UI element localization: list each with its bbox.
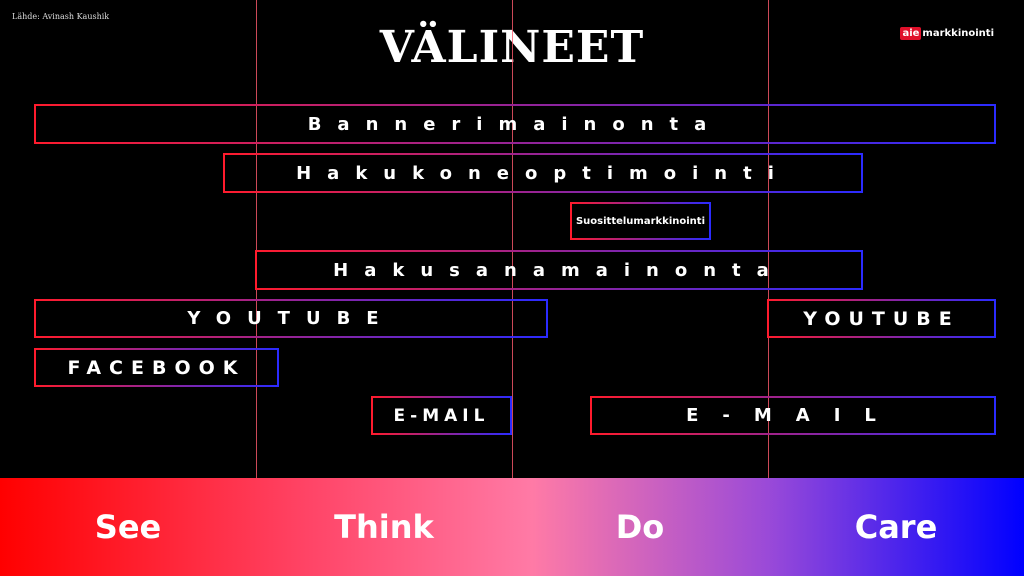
page-title: VÄLINEET bbox=[379, 22, 645, 73]
bar-suosittelumarkkinointi: Suosittelumarkkinointi bbox=[570, 202, 711, 240]
bar-label: YOUTUBE bbox=[187, 308, 395, 329]
bar-hakukoneoptimointi: Hakukoneoptimointi bbox=[223, 153, 863, 193]
bar-youtube-right: YOUTUBE bbox=[767, 299, 996, 338]
stage-think: Think bbox=[334, 508, 434, 546]
bar-email-right: E-MAIL bbox=[590, 396, 996, 435]
bar-email-left: E-MAIL bbox=[371, 396, 512, 435]
bar-label: YOUTUBE bbox=[803, 307, 960, 330]
bar-facebook: FACEBOOK bbox=[34, 348, 279, 387]
logo-tag: aie bbox=[900, 27, 922, 40]
stage-band: See Think Do Care bbox=[0, 478, 1024, 576]
bar-label: Bannerimainonta bbox=[307, 113, 723, 135]
bar-youtube-left: YOUTUBE bbox=[34, 299, 548, 338]
bar-label: Hakukoneoptimointi bbox=[296, 162, 790, 184]
bar-label: Suosittelumarkkinointi bbox=[575, 215, 706, 227]
brand-logo: aie markkinointi bbox=[900, 27, 994, 40]
bar-label: Hakusanamainonta bbox=[333, 259, 785, 281]
bar-bannerimainonta: Bannerimainonta bbox=[34, 104, 996, 144]
logo-text: markkinointi bbox=[922, 28, 994, 39]
stage-see: See bbox=[94, 508, 162, 546]
stage-care: Care bbox=[854, 508, 938, 546]
stage-do: Do bbox=[615, 508, 665, 546]
bar-label: E-MAIL bbox=[393, 405, 490, 426]
bar-label: E-MAIL bbox=[686, 405, 900, 426]
bar-hakusanamainonta: Hakusanamainonta bbox=[255, 250, 863, 290]
source-label: Lähde: Avinash Kaushik bbox=[12, 12, 110, 21]
bar-label: FACEBOOK bbox=[67, 356, 246, 379]
